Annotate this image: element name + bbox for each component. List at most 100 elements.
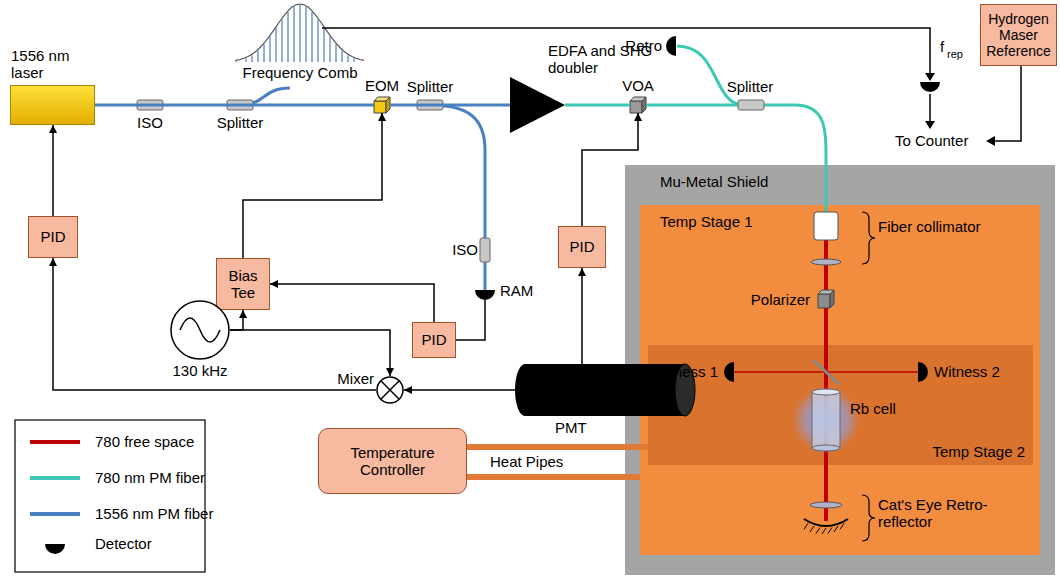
legend-sample xyxy=(30,440,80,444)
comb-tooth xyxy=(299,5,300,62)
connector xyxy=(49,258,376,390)
detector xyxy=(918,362,928,382)
hatch-stroke xyxy=(840,523,844,529)
connector-line xyxy=(404,389,515,391)
detector xyxy=(475,290,495,300)
cube-symbol xyxy=(630,97,646,113)
oscillator: 130 kHz xyxy=(170,300,230,360)
comb-tooth xyxy=(341,50,342,62)
connector xyxy=(565,105,630,106)
node-label: Mixer xyxy=(337,370,374,387)
comb-tooth xyxy=(275,28,276,62)
comb-tooth xyxy=(347,55,348,62)
fiber xyxy=(762,105,826,212)
connector-line xyxy=(270,284,434,322)
lens xyxy=(810,502,842,508)
comb-tooth xyxy=(353,58,354,62)
connector xyxy=(390,105,510,106)
fiber xyxy=(430,105,485,290)
node-label: PMT xyxy=(555,419,587,436)
node-label: PID xyxy=(40,228,65,245)
legend-label: 780 free space xyxy=(95,433,194,450)
arrowhead xyxy=(578,268,586,276)
part-label: Splitter xyxy=(217,114,264,131)
beam-splitter xyxy=(813,360,839,384)
part-label: Retro xyxy=(625,37,662,54)
connector xyxy=(230,310,247,330)
cube-symbol xyxy=(374,97,390,113)
connector-line xyxy=(390,104,510,107)
comb-tooth xyxy=(281,19,282,62)
part-label: Rb cell xyxy=(850,400,896,417)
legend-sample xyxy=(45,544,65,554)
fluorescence-glow xyxy=(792,386,860,454)
part-label: Splitter xyxy=(727,78,774,95)
frequency-comb xyxy=(236,4,364,62)
part-label: RAM xyxy=(500,282,533,299)
connector-line xyxy=(53,258,376,390)
connector xyxy=(467,477,640,478)
part-label: Splitter xyxy=(407,78,454,95)
node-label: Mu-Metal Shield xyxy=(660,173,768,190)
signal-wire xyxy=(994,66,1021,141)
node-label: Bias Tee xyxy=(220,267,266,302)
connector-line xyxy=(230,310,243,330)
comb-tooth xyxy=(335,44,336,62)
comb-tooth xyxy=(257,50,258,62)
node-label: VOA xyxy=(622,77,654,94)
legend-sample xyxy=(30,512,80,516)
hatch-stroke xyxy=(810,526,814,532)
mixer-symbol xyxy=(376,376,404,404)
rb-cell xyxy=(812,445,840,451)
eom-cube: EOM xyxy=(374,97,390,113)
detector xyxy=(920,82,940,92)
node-label: PID xyxy=(569,238,594,255)
connector xyxy=(230,330,394,376)
part-label: Heat Pipes xyxy=(490,453,563,470)
detector xyxy=(666,36,676,56)
connector-line xyxy=(243,113,382,258)
part-label: Witness 1 xyxy=(652,363,718,380)
node-label: Temperature Controller xyxy=(322,444,463,479)
connector xyxy=(243,113,386,258)
arrowhead xyxy=(925,73,935,81)
comb-tooth xyxy=(269,36,270,62)
arrowhead xyxy=(378,113,386,121)
rb-cell xyxy=(812,392,840,448)
hatch-stroke xyxy=(834,526,838,532)
connector-line xyxy=(95,104,374,107)
connector xyxy=(404,386,515,394)
mirror-hatch xyxy=(804,523,844,534)
voa-cube: VOA xyxy=(630,97,646,113)
part-label: Cat's Eye Retro-reflector xyxy=(878,496,1003,531)
connector xyxy=(582,113,642,226)
arrowhead xyxy=(270,280,278,288)
part-label: Frequency Comb xyxy=(242,64,357,81)
connector xyxy=(270,280,434,322)
connector xyxy=(578,268,586,364)
node-label: Temp Stage 1 xyxy=(660,213,753,230)
controller-box: Temperature Controller xyxy=(318,428,467,494)
legend-label: Detector xyxy=(95,535,152,552)
comb-envelope xyxy=(236,4,364,62)
comb-tooth xyxy=(287,12,288,62)
fiber-collimator xyxy=(814,212,838,240)
connector-line xyxy=(230,330,390,376)
legend-sample xyxy=(30,476,80,480)
connector xyxy=(95,105,374,106)
part-label: Polarizer xyxy=(751,291,810,308)
part-label: Fiber collimator xyxy=(878,218,981,235)
fiber xyxy=(646,104,738,107)
connector-line xyxy=(582,113,638,226)
isolator xyxy=(480,238,490,262)
pid-box: PID xyxy=(28,216,78,258)
part-label: ISO xyxy=(137,114,163,131)
bias-tee-box: Bias Tee xyxy=(216,258,270,310)
node-label: 130 kHz xyxy=(172,362,227,379)
arrowhead xyxy=(49,125,57,133)
arrowhead xyxy=(986,136,995,146)
rb-cell xyxy=(812,389,840,395)
hatch-stroke xyxy=(822,528,826,534)
connector xyxy=(49,125,57,216)
part-label: Witness 2 xyxy=(934,363,1000,380)
